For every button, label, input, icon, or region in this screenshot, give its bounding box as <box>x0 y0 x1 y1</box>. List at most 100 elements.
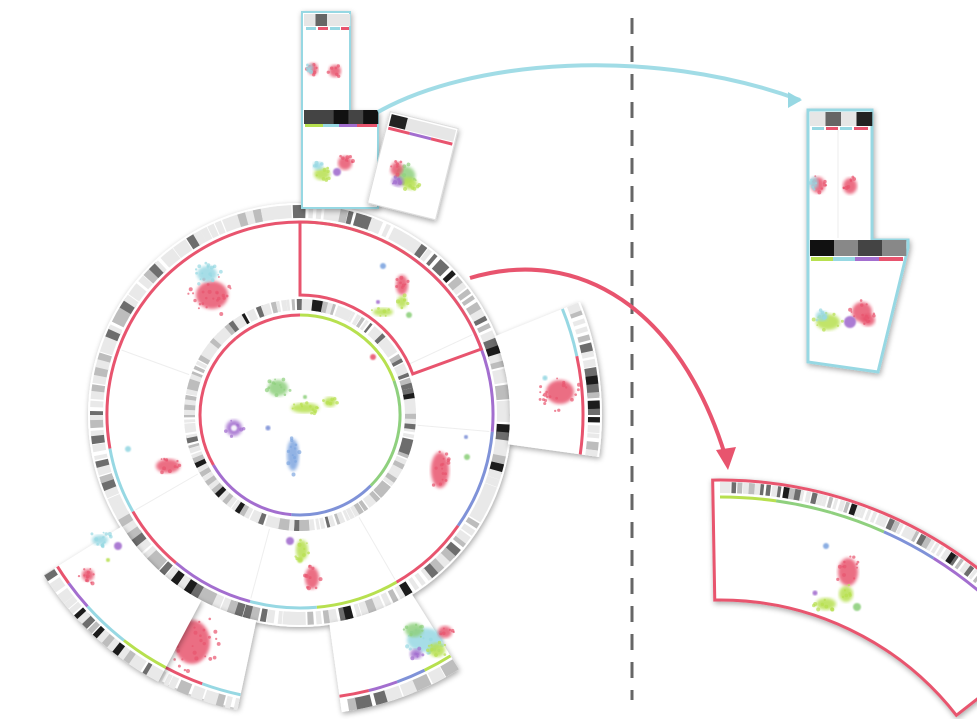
zoom-panel-bottom <box>711 478 977 718</box>
band-segment <box>307 611 314 625</box>
tower-label-red <box>318 27 328 30</box>
scatter-point <box>315 174 318 177</box>
scatter-point <box>306 586 311 591</box>
band-segment <box>132 656 147 672</box>
scatter-point <box>556 377 559 380</box>
band-segment <box>495 431 510 442</box>
scatter-point <box>307 551 310 555</box>
scatter-point <box>830 607 834 611</box>
tower-mid-purple <box>339 124 357 127</box>
scatter-point <box>406 279 410 283</box>
scatter-point <box>823 598 826 601</box>
band-segment <box>402 432 415 439</box>
scatter-point <box>264 388 269 393</box>
band-segment <box>343 309 353 322</box>
highlighted-sector <box>298 220 484 376</box>
band-segment <box>74 607 87 620</box>
band-segment <box>296 298 302 311</box>
zoom-top-bands <box>810 112 873 126</box>
scatter-point <box>242 426 246 431</box>
scatter-point <box>230 419 233 422</box>
band-segment <box>91 384 106 393</box>
scatter-point <box>421 653 425 657</box>
band-segment <box>102 334 118 349</box>
band-segment <box>209 336 223 349</box>
scatter-point <box>227 284 231 289</box>
band-segment <box>496 408 510 419</box>
band-segment <box>159 561 173 576</box>
band-segment <box>365 494 377 506</box>
cluster-ne-lime <box>398 177 422 191</box>
scatter-point <box>399 160 403 164</box>
band-segment <box>185 433 198 439</box>
band-segment <box>440 659 459 677</box>
scatter-point <box>90 581 95 586</box>
band-segment <box>347 697 358 711</box>
band-segment <box>935 545 945 557</box>
scatter-point <box>539 391 542 394</box>
band-segment <box>318 110 334 124</box>
color-arc <box>234 313 301 340</box>
band-segment <box>404 118 425 134</box>
scatter-point <box>173 658 176 661</box>
band-segment <box>233 697 240 711</box>
scatter-point <box>202 642 206 646</box>
cluster-red-nw <box>187 275 232 316</box>
band-segment <box>334 305 344 318</box>
zoom-cluster-lime2-sector <box>839 583 853 602</box>
scatter-point <box>408 647 412 651</box>
scatter-point <box>542 375 548 381</box>
scatter-point <box>204 261 208 265</box>
band-segment <box>145 663 159 679</box>
band-segment <box>841 112 857 126</box>
scatter-point <box>842 564 847 569</box>
band-segment <box>333 513 341 525</box>
scatter-point <box>404 283 407 286</box>
band-segment <box>297 611 306 626</box>
band-segment <box>142 662 153 675</box>
band-segment <box>890 520 901 533</box>
zoom-cluster-red-sector <box>836 555 860 586</box>
scatter-point <box>843 560 846 564</box>
scatter-point <box>815 318 819 322</box>
scatter-point <box>856 566 859 569</box>
tower-top-bands <box>304 14 351 26</box>
cluster-blue-nw <box>194 261 223 286</box>
band-segment <box>400 382 413 391</box>
scatter-point <box>444 478 448 482</box>
scatter-point <box>205 306 208 309</box>
color-arc <box>212 464 292 517</box>
band-segment <box>572 318 586 327</box>
scatter-point <box>329 66 334 70</box>
band-segment <box>200 349 214 361</box>
scatter-point <box>442 631 446 636</box>
scatter-point <box>215 637 218 641</box>
zoom-mid-bands <box>810 240 907 256</box>
cluster-lime <box>291 401 319 416</box>
scatter-point <box>224 429 228 433</box>
scatter-point <box>431 483 436 487</box>
band-segment <box>108 324 123 335</box>
band-segment <box>428 558 445 575</box>
scatter-point <box>181 658 184 661</box>
scatter-point <box>848 592 852 596</box>
band-segment <box>99 631 115 648</box>
scatter-point <box>837 564 842 569</box>
scatter-point <box>197 282 201 286</box>
band-segment <box>189 445 201 454</box>
cluster-purple-se <box>410 646 425 661</box>
band-segment <box>485 475 500 488</box>
band-segment <box>378 480 391 492</box>
band-segment <box>116 511 134 527</box>
tower-mid-red <box>357 124 377 127</box>
band-segment <box>90 433 105 445</box>
band-segment <box>123 650 136 664</box>
band-segment <box>377 337 391 350</box>
band-segment <box>388 227 402 243</box>
band-segment <box>224 695 233 709</box>
scatter-point <box>304 573 309 579</box>
band-segment <box>266 609 276 624</box>
band-segment <box>148 262 165 279</box>
color-arc <box>249 599 317 610</box>
